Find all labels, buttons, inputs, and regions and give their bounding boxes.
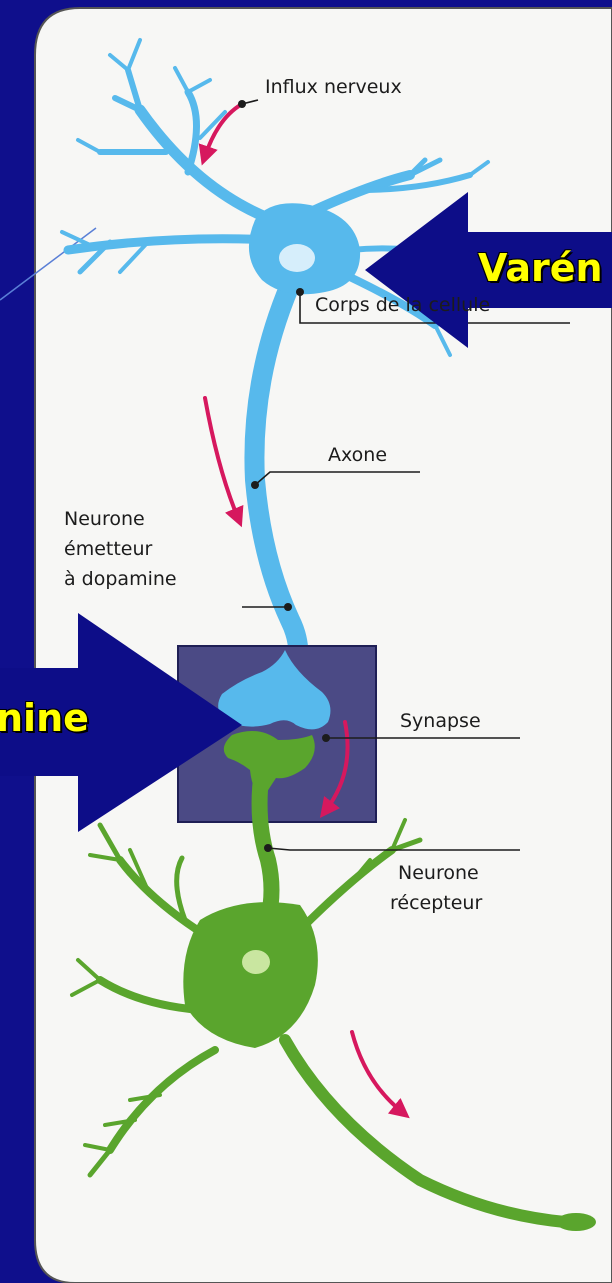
label-neurone-recepteur-1: Neurone [398,860,479,887]
callout-text-right: Varén [478,246,603,290]
label-influx-nerveux: Influx nerveux [265,74,402,101]
emitter-nucleus [279,244,315,272]
label-axone: Axone [328,442,387,469]
receptor-nucleus [242,950,270,974]
label-neurone-emetteur-2: émetteur [64,536,152,563]
label-neurone-emetteur-1: Neurone [64,506,145,533]
label-neurone-recepteur-2: récepteur [390,890,482,917]
label-neurone-emetteur-3: à dopamine [64,566,177,593]
label-corps-de-la-cellule: Corps de la cellule [315,292,490,319]
receptor-axon-end [556,1213,596,1231]
callout-text-left: nine [0,696,89,740]
label-synapse: Synapse [400,708,481,735]
